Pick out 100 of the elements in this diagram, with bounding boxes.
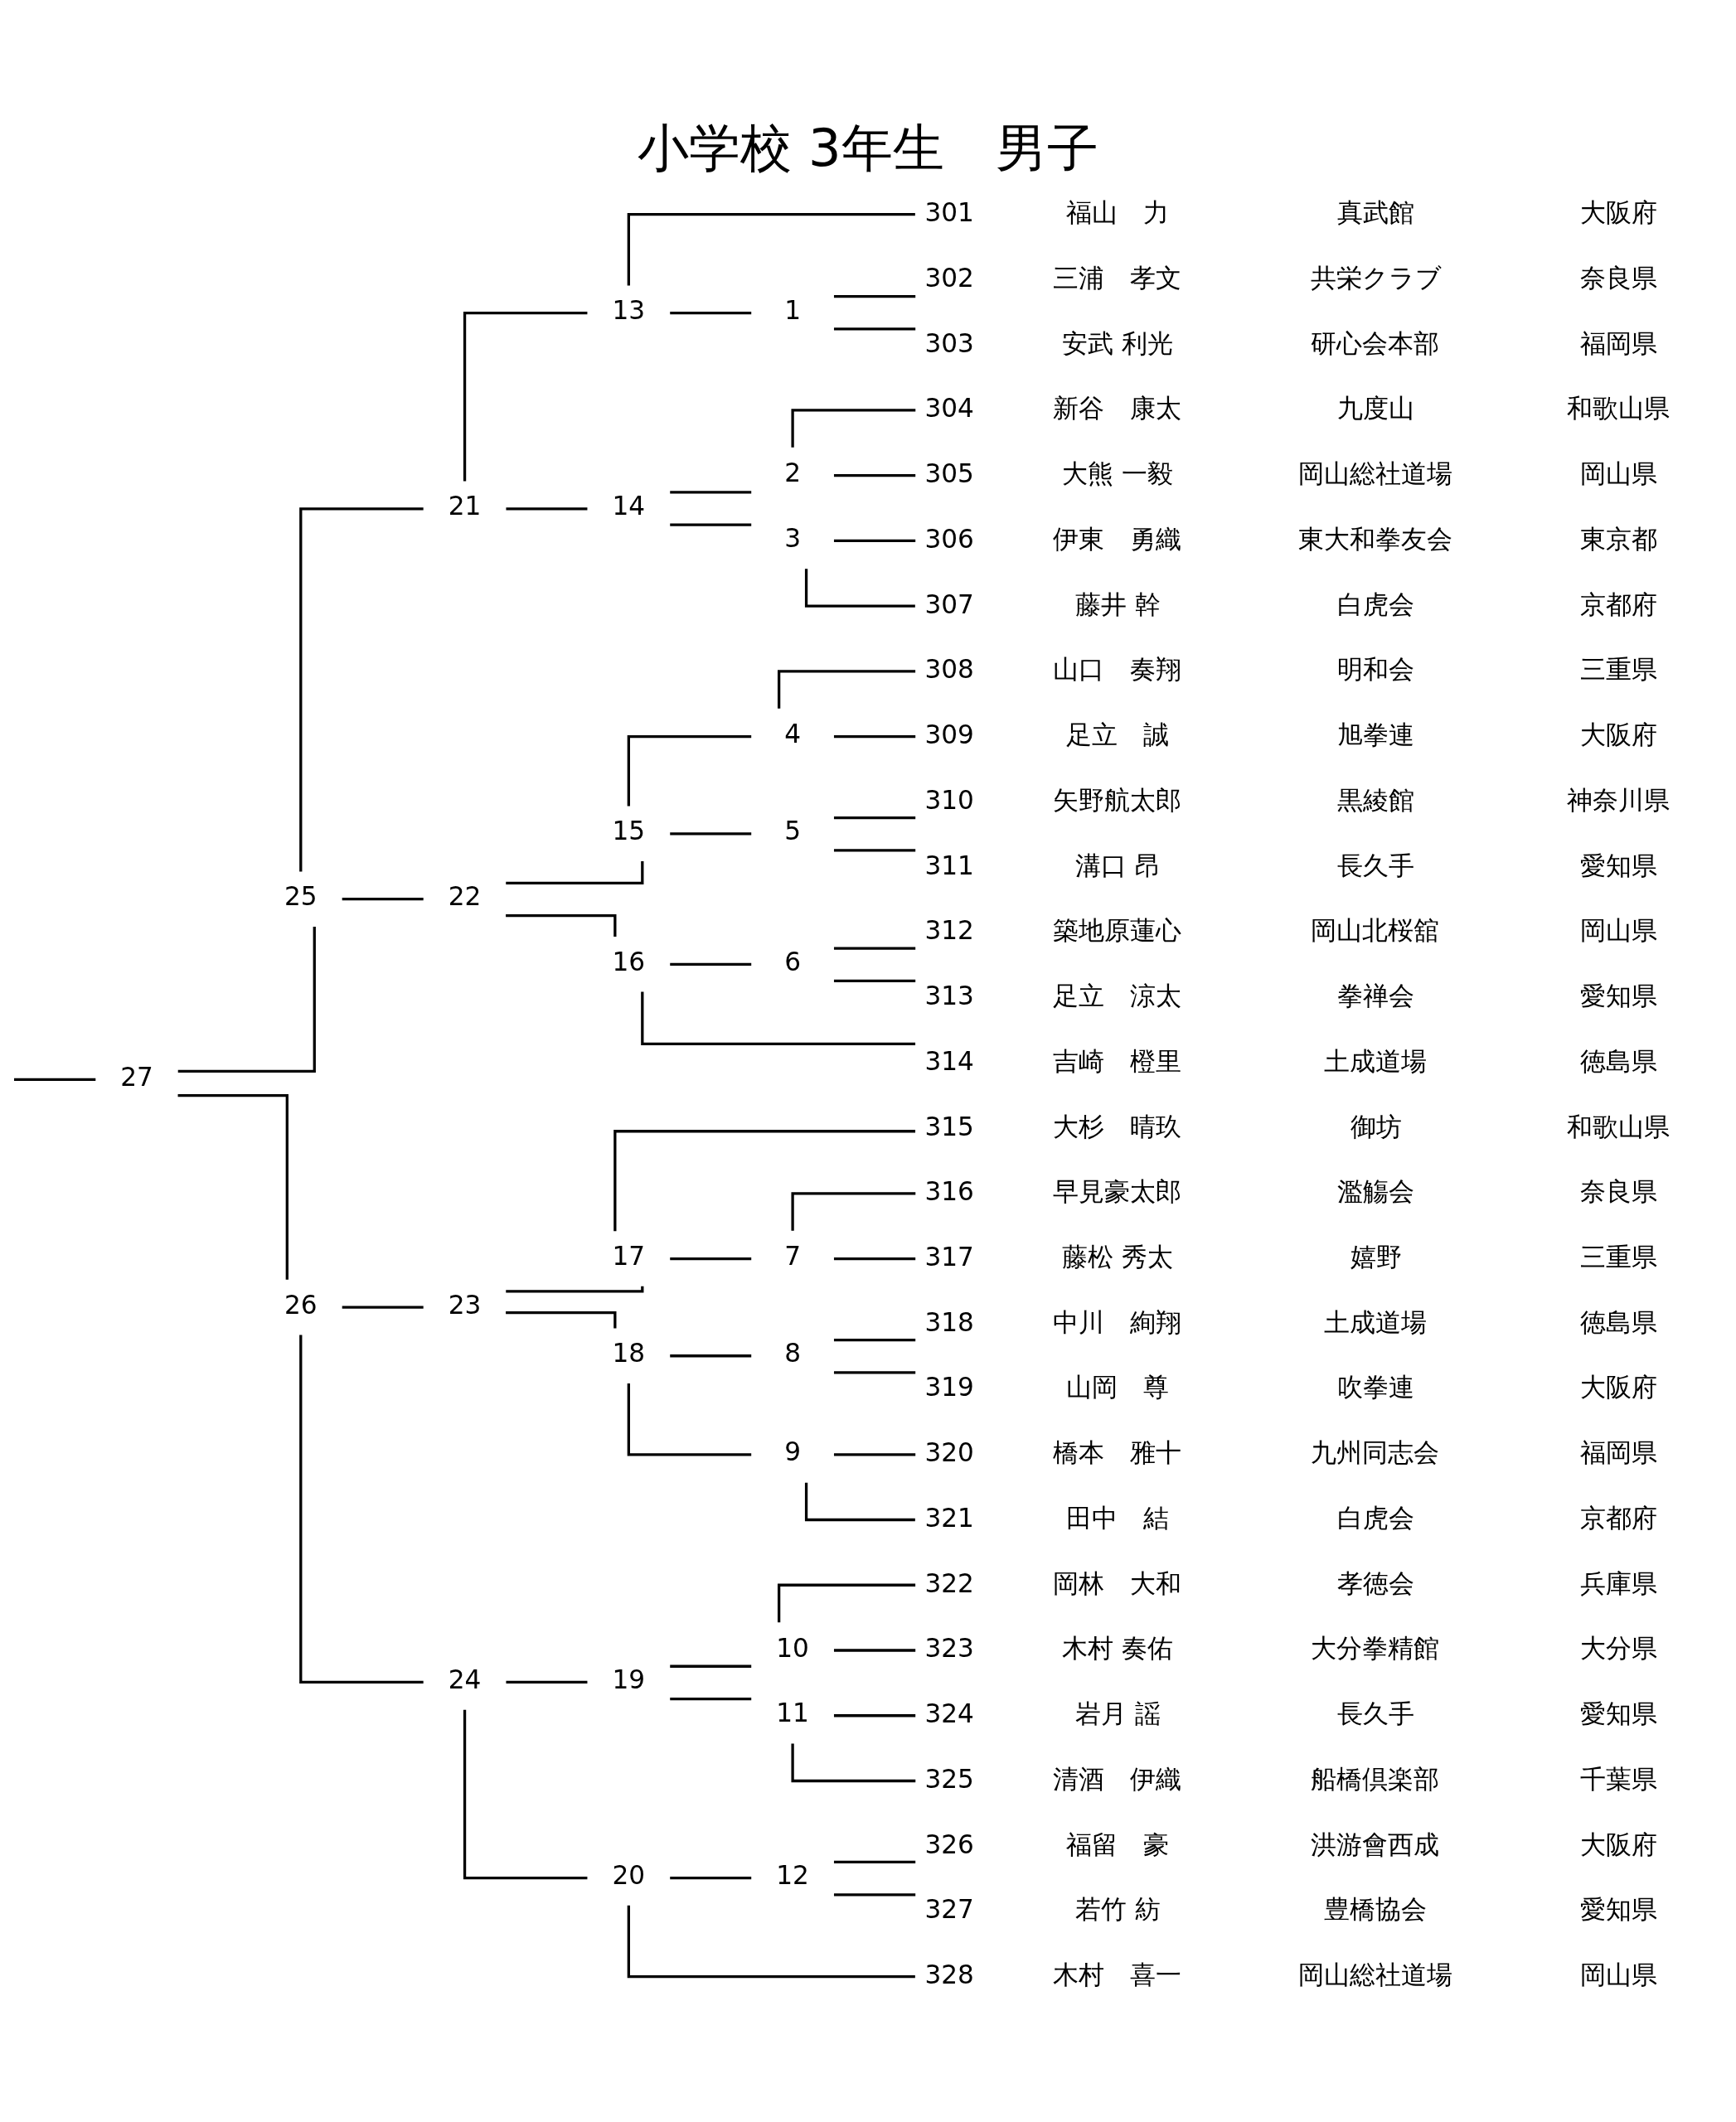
node-text: 324 xyxy=(924,1698,974,1728)
connector xyxy=(506,506,588,511)
node-label: 拳禅会 xyxy=(1337,980,1415,1010)
connector xyxy=(833,473,916,477)
node-label: 船橋倶楽部 xyxy=(1311,1763,1440,1794)
node-label: 大阪府 xyxy=(1580,196,1658,227)
node-label: 新谷 康太 xyxy=(1053,392,1182,423)
connector xyxy=(463,1709,588,1879)
connector xyxy=(641,991,916,1045)
node-text: 14 xyxy=(612,490,646,521)
node-label: 岡林 大和 xyxy=(1053,1567,1182,1598)
node-text: 1 xyxy=(784,294,802,325)
node-label: 真武館 xyxy=(1337,196,1415,227)
node-text: 23 xyxy=(448,1289,482,1320)
node-label: 大熊 一毅 xyxy=(1062,458,1174,488)
connector xyxy=(627,1383,752,1456)
node-label: 嬉野 xyxy=(1350,1241,1403,1272)
node-text: 24 xyxy=(448,1664,482,1694)
node-label: 田中 結 xyxy=(1065,1502,1169,1533)
connector xyxy=(670,1354,752,1357)
node-text: 307 xyxy=(924,589,974,619)
node-label: 大阪府 xyxy=(1580,719,1658,749)
node-text: 305 xyxy=(924,458,974,488)
node-text: 8 xyxy=(784,1337,802,1368)
node-text: 4 xyxy=(784,718,802,749)
node-label: 千葉県 xyxy=(1580,1763,1658,1794)
node-label: 愛知県 xyxy=(1580,850,1658,880)
node-label: 足立 涼太 xyxy=(1053,980,1182,1010)
node-label: 築地原蓮心 xyxy=(1053,914,1182,945)
node-label: 安武 利光 xyxy=(1062,327,1174,358)
connector xyxy=(342,897,424,900)
connector xyxy=(613,1129,916,1231)
node-label: 共栄クラブ xyxy=(1311,262,1443,293)
node-label: 徳島県 xyxy=(1580,1045,1658,1076)
connector xyxy=(670,1664,752,1668)
connector xyxy=(777,669,916,709)
node-label: 吉崎 橙里 xyxy=(1053,1045,1182,1076)
connector xyxy=(833,1338,916,1341)
node-text: 313 xyxy=(924,980,974,1010)
node-text: 21 xyxy=(448,490,482,521)
node-label: 山岡 尊 xyxy=(1065,1371,1169,1402)
connector xyxy=(299,1334,424,1684)
node-label: 京都府 xyxy=(1580,589,1658,619)
connector xyxy=(804,568,915,608)
node-label: 大分拳精館 xyxy=(1311,1632,1440,1663)
node-label: 岡山県 xyxy=(1580,1959,1658,1989)
node-label: 大阪府 xyxy=(1580,1829,1658,1859)
connector xyxy=(833,294,916,298)
connector xyxy=(14,1078,96,1081)
node-label: 矢野航太郎 xyxy=(1053,784,1182,815)
connector xyxy=(833,946,916,950)
node-text: 322 xyxy=(924,1567,974,1598)
connector xyxy=(670,490,752,493)
connector xyxy=(833,539,916,542)
node-label: 大阪府 xyxy=(1580,1371,1658,1402)
connector xyxy=(791,1191,916,1231)
connector xyxy=(506,1311,617,1328)
node-label: 早見豪太郎 xyxy=(1053,1175,1182,1206)
connector xyxy=(299,506,424,871)
node-label: 京都府 xyxy=(1580,1502,1658,1533)
connector xyxy=(833,734,916,738)
connector xyxy=(670,962,752,966)
node-text: 7 xyxy=(784,1240,802,1271)
node-label: 中川 絢翔 xyxy=(1053,1306,1182,1337)
node-text: 312 xyxy=(924,914,974,945)
node-text: 320 xyxy=(924,1436,974,1467)
node-text: 27 xyxy=(120,1061,153,1092)
connector xyxy=(833,1648,916,1652)
node-label: 岡山総社道場 xyxy=(1297,1959,1452,1989)
node-label: 三浦 孝文 xyxy=(1053,262,1182,293)
node-label: 福岡県 xyxy=(1580,327,1658,358)
node-label: 愛知県 xyxy=(1580,1893,1658,1924)
node-text: 315 xyxy=(924,1111,974,1141)
connector xyxy=(833,979,916,982)
connector xyxy=(777,1583,916,1622)
node-label: 山口 奏翔 xyxy=(1053,653,1182,684)
node-text: 306 xyxy=(924,523,974,554)
node-text: 325 xyxy=(924,1763,974,1794)
node-text: 326 xyxy=(924,1829,974,1859)
node-text: 316 xyxy=(924,1175,974,1206)
node-text: 327 xyxy=(924,1893,974,1924)
connector xyxy=(506,1286,644,1293)
connector xyxy=(833,848,916,852)
node-text: 302 xyxy=(924,262,974,293)
connector xyxy=(670,311,752,314)
node-text: 304 xyxy=(924,392,974,423)
node-text: 17 xyxy=(612,1240,646,1271)
connector xyxy=(177,1093,289,1280)
node-label: 長久手 xyxy=(1337,1698,1415,1728)
node-text: 321 xyxy=(924,1502,974,1533)
node-label: 研心会本部 xyxy=(1311,327,1440,358)
connector xyxy=(833,1892,916,1896)
node-text: 15 xyxy=(612,815,646,845)
node-label: 大分県 xyxy=(1580,1632,1658,1663)
node-label: 白虎会 xyxy=(1337,1502,1415,1533)
connector xyxy=(670,831,752,835)
node-text: 18 xyxy=(612,1337,646,1368)
node-text: 25 xyxy=(284,880,318,911)
node-label: 九州同志会 xyxy=(1311,1436,1440,1467)
node-label: 藤松 秀太 xyxy=(1062,1241,1174,1272)
